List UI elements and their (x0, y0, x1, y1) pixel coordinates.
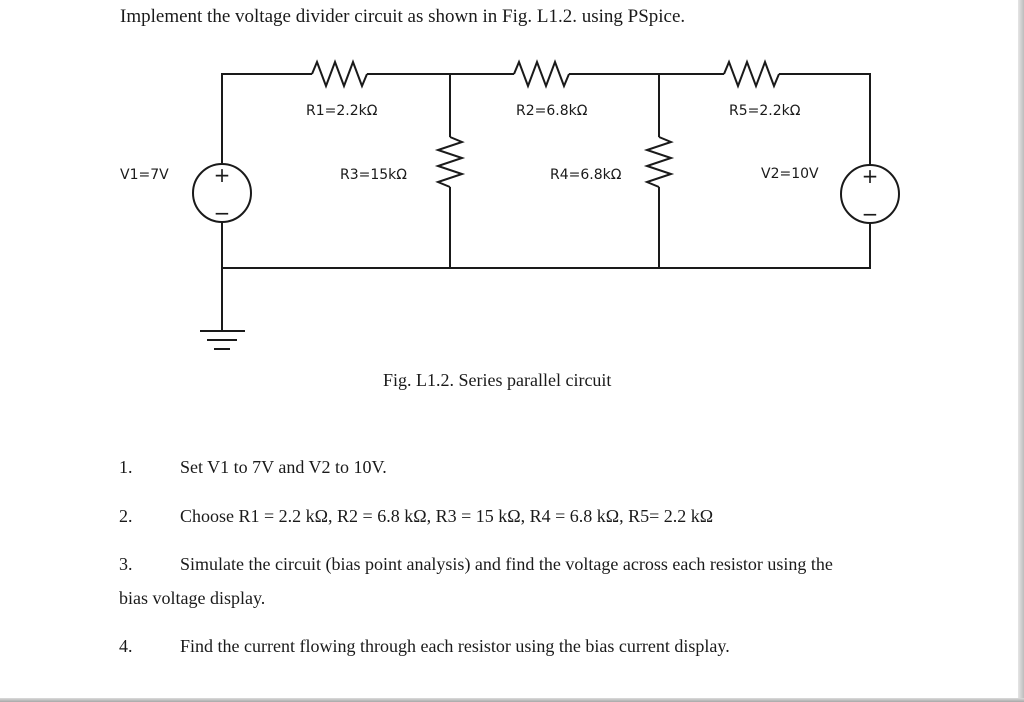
r2-label: R2=6.8kΩ (516, 103, 588, 119)
step-3-continuation: bias voltage display. (119, 588, 266, 608)
page-bottom-edge (0, 698, 1024, 702)
document-heading: Implement the voltage divider circuit as… (120, 6, 686, 27)
step-text: Find the current flowing through each re… (180, 636, 730, 656)
figure-caption: Fig. L1.2. Series parallel circuit (383, 370, 612, 390)
page-edge (1018, 0, 1024, 702)
r1-resistor (311, 59, 368, 89)
step-number: 2. (119, 506, 133, 526)
step-number: 1. (119, 457, 133, 477)
v1-minus-sign: − (214, 201, 231, 225)
top-wire-left (221, 73, 312, 163)
v1-plus-sign: + (214, 163, 231, 187)
v2-plus-sign: + (862, 164, 879, 188)
ground-symbol (200, 330, 245, 350)
r2-resistor (513, 59, 570, 89)
r3-resistor (434, 136, 466, 188)
v2-minus-sign: − (862, 202, 879, 226)
r4-resistor (643, 136, 675, 188)
r1-label: R1=2.2kΩ (306, 103, 378, 119)
step-number: 4. (119, 636, 133, 656)
r5-label: R5=2.2kΩ (729, 103, 801, 119)
step-text: Set V1 to 7V and V2 to 10V. (180, 457, 387, 477)
v2-label: V2=10V (761, 166, 819, 182)
r3-label: R3=15kΩ (340, 167, 407, 183)
r5-resistor (723, 59, 780, 89)
top-wire-right (779, 73, 871, 165)
bottom-wire (221, 222, 871, 269)
step-text: Choose R1 = 2.2 kΩ, R2 = 6.8 kΩ, R3 = 15… (180, 506, 714, 526)
v1-label: V1=7V (120, 167, 169, 183)
r4-label: R4=6.8kΩ (550, 167, 622, 183)
step-text: Simulate the circuit (bias point analysi… (180, 554, 833, 574)
step-number: 3. (119, 554, 133, 574)
